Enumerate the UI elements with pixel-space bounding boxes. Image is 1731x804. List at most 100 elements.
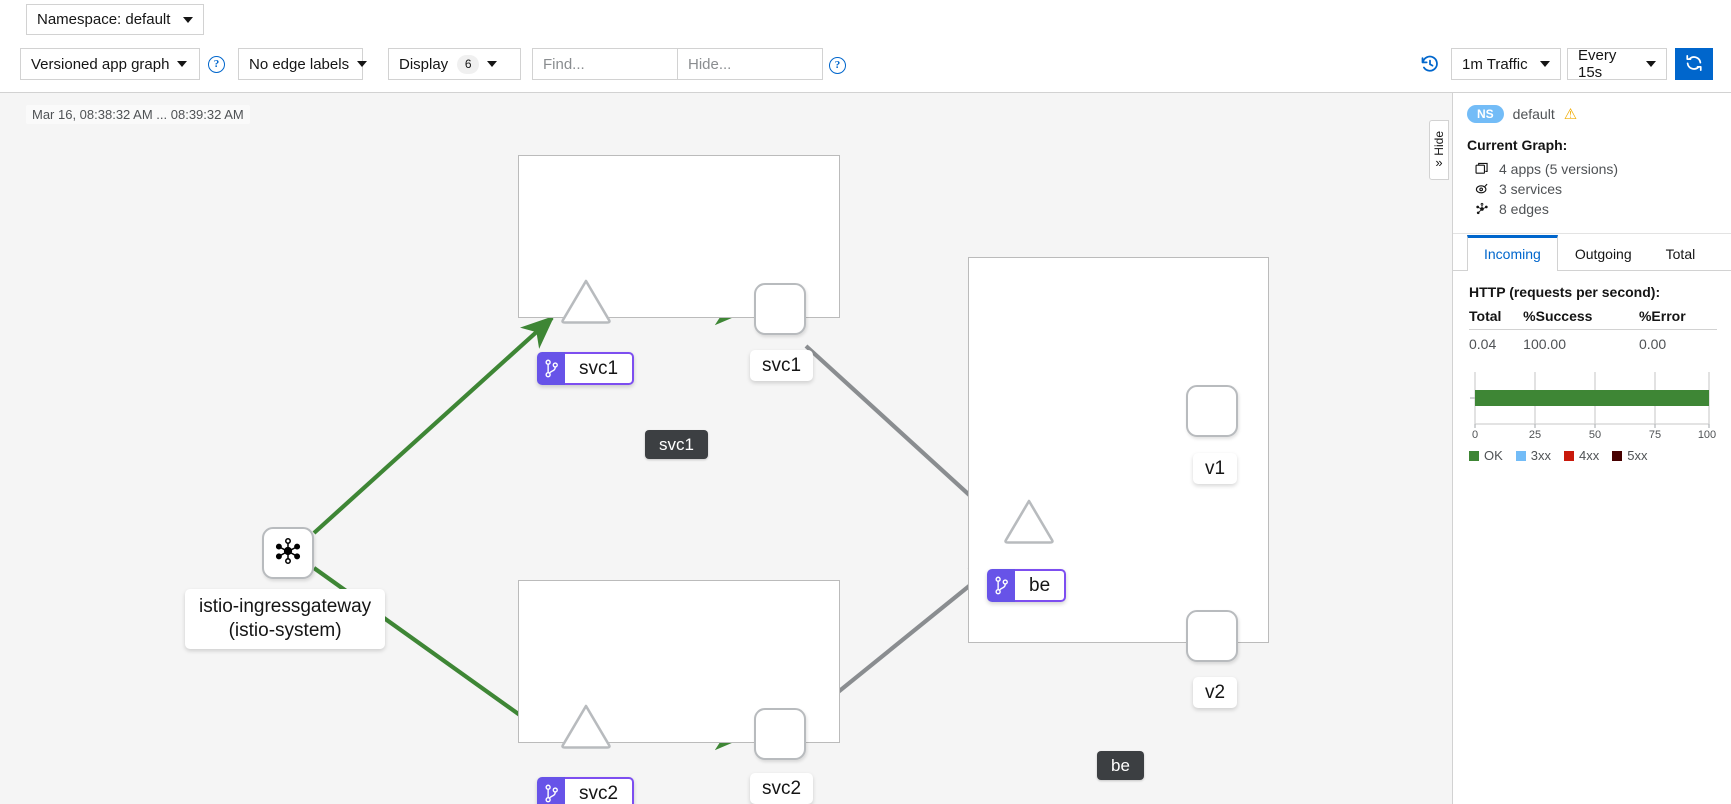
legend-swatch-3xx [1515,450,1526,461]
applications-icon [1473,162,1490,177]
tab-incoming[interactable]: Incoming [1467,235,1558,271]
chart-bar-ok [1475,390,1709,406]
service-icon [1473,182,1490,197]
legend-label-ok: OK [1484,448,1503,463]
refresh-interval-select[interactable]: Every 15s [1567,47,1667,81]
namespace-name: default [1512,106,1555,122]
stat-services-text: 3 services [1499,181,1563,197]
chart-xtick-100: 100 [1698,429,1716,440]
tab-total[interactable]: Total [1665,246,1696,262]
graph-type-select[interactable]: Versioned app graph [20,48,200,80]
traffic-duration-label: 1m Traffic [1462,55,1528,73]
node-label-svc2-service-text: svc2 [565,777,635,804]
toolbar-right-group: 1m Traffic Every 15s [1419,47,1713,81]
legend-label-4xx: 4xx [1579,448,1600,463]
side-panel-toggle[interactable]: Hide » [1429,120,1449,180]
refresh-button[interactable] [1675,48,1713,80]
graph-canvas[interactable]: Mar 16, 08:38:32 AM ... 08:39:32 AM [0,92,1452,804]
node-label-svc1-service-text: svc1 [565,352,635,385]
metrics-table: Total %Success %Error 0.04 100.00 0.00 [1469,308,1717,352]
find-hide-help-icon[interactable]: ? [829,57,846,74]
node-label-svc2-service[interactable]: svc2 [537,777,635,804]
chevron-down-icon [357,61,368,67]
ingress-label-line1: istio-ingressgateway [199,596,372,617]
virtual-service-icon [537,352,565,385]
side-panel: NS default ⚠ Current Graph: 4 apps (5 ve… [1452,92,1731,804]
replay-icon[interactable] [1419,53,1441,75]
toolbar-row-graph-controls: Versioned app graph ? No edge labels Dis… [0,44,1731,92]
legend-label-5xx: 5xx [1627,448,1648,463]
namespace-select[interactable]: Namespace: default [26,4,204,35]
display-select[interactable]: Display 6 [388,48,521,80]
node-be-v1[interactable] [1186,385,1238,437]
traffic-duration-select[interactable]: 1m Traffic [1451,48,1561,80]
graph-type-label: Versioned app graph [31,55,170,73]
stat-edges: 8 edges [1467,199,1717,219]
display-count-badge: 6 [457,54,480,74]
metrics-header-error: %Error [1638,308,1717,330]
hide-input[interactable] [677,48,823,80]
legend-swatch-4xx [1564,450,1575,461]
node-svc1-service[interactable] [560,278,612,324]
edge-labels-select[interactable]: No edge labels [238,48,368,80]
node-be-service[interactable] [1003,498,1055,544]
side-panel-header: NS default ⚠ Current Graph: 4 apps (5 ve… [1453,93,1731,234]
node-svc2-service[interactable] [560,703,612,749]
node-be-v2[interactable] [1186,610,1238,662]
metrics-title: HTTP (requests per second): [1469,284,1661,300]
edge-svc1-app-to-be[interactable] [804,344,1003,526]
stat-apps: 4 apps (5 versions) [1467,159,1717,179]
legend-item-ok[interactable]: OK [1469,448,1503,463]
find-input[interactable] [532,48,677,80]
edge-labels-label: No edge labels [249,55,350,73]
metrics-header-row: Total %Success %Error [1469,308,1717,330]
node-svc2-app[interactable] [754,708,806,760]
group-label-be: be [1097,751,1144,780]
metrics-header-total: Total [1469,308,1524,330]
side-panel-tabs: Incoming Outgoing Total [1453,234,1731,271]
chart-xtick-0: 0 [1472,429,1478,440]
metrics-header-success: %Success [1523,308,1639,330]
chevron-down-icon [1646,61,1656,67]
node-label-svc1-service[interactable]: svc1 [537,352,635,385]
graph-timestamp: Mar 16, 08:38:32 AM ... 08:39:32 AM [26,105,250,124]
refresh-interval-label: Every 15s [1578,47,1617,81]
chart-legend: OK 3xx 4xx 5xx [1469,448,1717,463]
chevron-double-right-icon: » [1435,155,1443,171]
graph-type-help-icon[interactable]: ? [208,56,225,73]
node-label-be-service[interactable]: be [987,569,1067,602]
chevron-down-icon [1540,61,1550,67]
node-label-be-v2: v2 [1193,677,1238,708]
chart-xtick-25: 25 [1529,429,1541,440]
chart-xtick-50: 50 [1589,429,1601,440]
legend-label-3xx: 3xx [1530,448,1552,463]
namespace-badge: NS [1467,105,1504,123]
http-status-bar-chart: 0 25 50 75 100 [1469,368,1717,440]
node-label-svc2-app: svc2 [750,773,814,804]
node-istio-ingressgateway[interactable] [262,527,314,579]
stat-services: 3 services [1467,179,1717,199]
metrics-value-row: 0.04 100.00 0.00 [1469,330,1717,352]
legend-item-5xx[interactable]: 5xx [1612,448,1648,463]
chart-svg: 0 25 50 75 100 [1470,372,1716,440]
metrics-value-error: 0.00 [1638,336,1667,352]
node-svc1-app[interactable] [754,283,806,335]
stat-edges-text: 8 edges [1499,201,1549,217]
virtual-service-icon [987,569,1015,602]
tab-outgoing[interactable]: Outgoing [1574,246,1632,262]
node-label-svc1-app: svc1 [750,350,814,381]
chevron-down-icon [177,61,188,67]
side-panel-body: HTTP (requests per second): Total %Succe… [1453,271,1731,463]
group-label-svc1: svc1 [645,430,708,459]
legend-item-4xx[interactable]: 4xx [1564,448,1599,463]
chevron-down-icon [183,16,193,23]
chevron-down-icon [487,61,498,67]
chart-xtick-75: 75 [1649,429,1661,440]
warning-triangle-icon[interactable]: ⚠ [1563,105,1578,123]
stat-apps-text: 4 apps (5 versions) [1499,161,1619,177]
legend-item-3xx[interactable]: 3xx [1515,448,1552,463]
node-label-be-service-text: be [1015,569,1067,602]
edge-ingress-to-svc1[interactable] [312,315,555,535]
refresh-icon [1685,54,1703,75]
side-panel-namespace-row: NS default ⚠ [1467,105,1717,123]
